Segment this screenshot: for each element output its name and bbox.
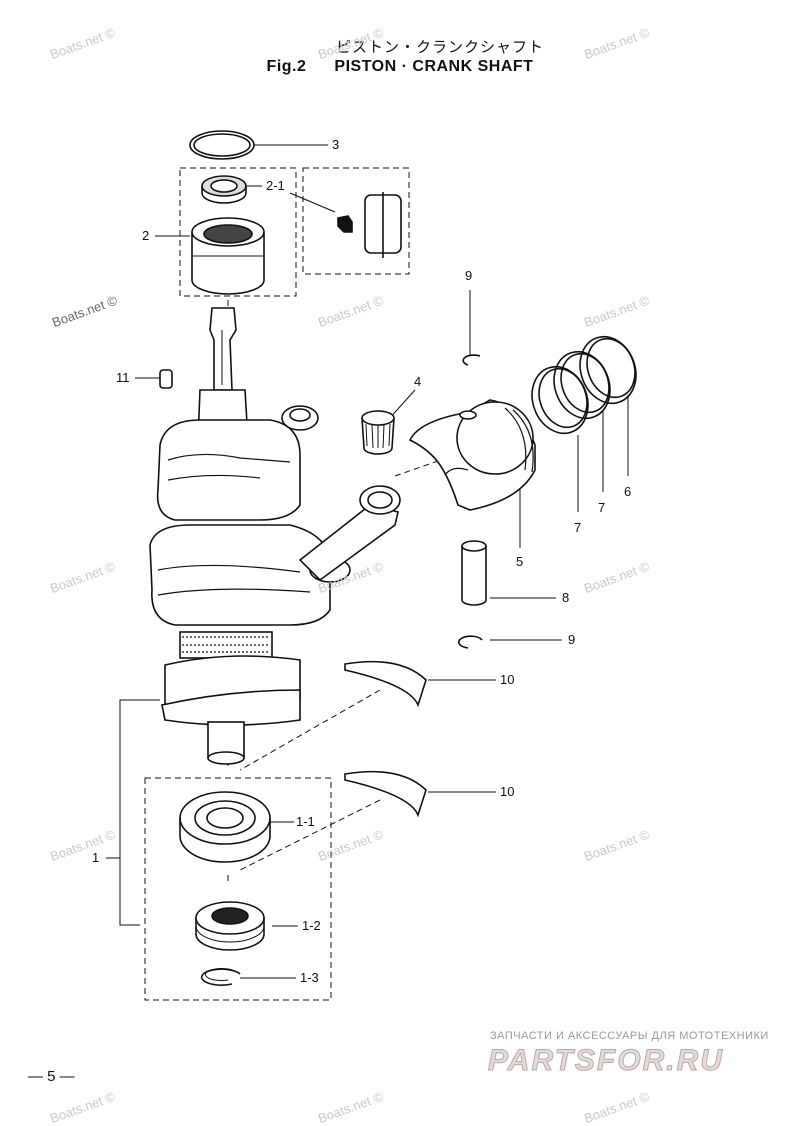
callout-3: 3 [332, 137, 340, 152]
figure-number: Fig.2 [266, 58, 307, 75]
ball-bearing-part-1-1 [179, 791, 271, 863]
snap-ring-part-1-3 [200, 968, 241, 986]
callout-1-2: 1-2 [302, 918, 321, 933]
callout-11: 11 [116, 370, 130, 385]
figure-title-english: Fig.2 PISTON · CRANK SHAFT [0, 58, 800, 76]
brand-tagline: ЗАПЧАСТИ И АКСЕССУАРЫ ДЛЯ МОТОТЕХНИКИ [490, 1030, 769, 1042]
callout-4: 4 [414, 374, 422, 389]
page-number: — 5 — [28, 1068, 75, 1085]
figure-title-text: PISTON · CRANK SHAFT [334, 58, 534, 75]
piston-part-5 [408, 399, 536, 511]
seal-part-2-1 [201, 175, 247, 204]
callout-8: 8 [562, 590, 570, 605]
callout-10-top: 10 [500, 672, 515, 687]
oil-seal-part-1-2 [195, 901, 265, 951]
bearing-housing-part-2 [191, 217, 265, 295]
crankshaft-part-1 [149, 307, 351, 765]
callout-10-bottom: 10 [500, 784, 515, 799]
o-ring-part-3 [189, 130, 255, 160]
brand-logo: PARTSFOR.RU [488, 1044, 724, 1078]
callout-7-left: 7 [574, 520, 582, 535]
callout-7-right: 7 [598, 500, 606, 515]
callout-6: 6 [624, 484, 632, 499]
callout-9-bottom: 9 [568, 632, 576, 647]
callout-2: 2 [142, 228, 150, 243]
connecting-rod [298, 485, 401, 582]
callout-1-3: 1-3 [300, 970, 319, 985]
callout-1: 1 [92, 850, 100, 865]
callout-2-1: 2-1 [266, 178, 285, 193]
woodruff-key-part-11 [159, 369, 173, 389]
thrust-washers-part-10 [344, 660, 427, 818]
leader-lines [106, 144, 629, 979]
figure-title-japanese: ピストン・クランクシャフト [335, 39, 544, 56]
dashed-frames [144, 167, 456, 1001]
piston-rings-parts-6-7 [531, 335, 637, 435]
callout-5: 5 [516, 554, 524, 569]
needle-bearing-part-4 [361, 410, 395, 455]
callout-1-1: 1-1 [296, 814, 315, 829]
callout-9-top: 9 [465, 268, 473, 283]
grease-symbol-inset [337, 192, 402, 258]
circlips-part-9 [458, 354, 483, 649]
piston-pin-part-8 [461, 540, 487, 606]
